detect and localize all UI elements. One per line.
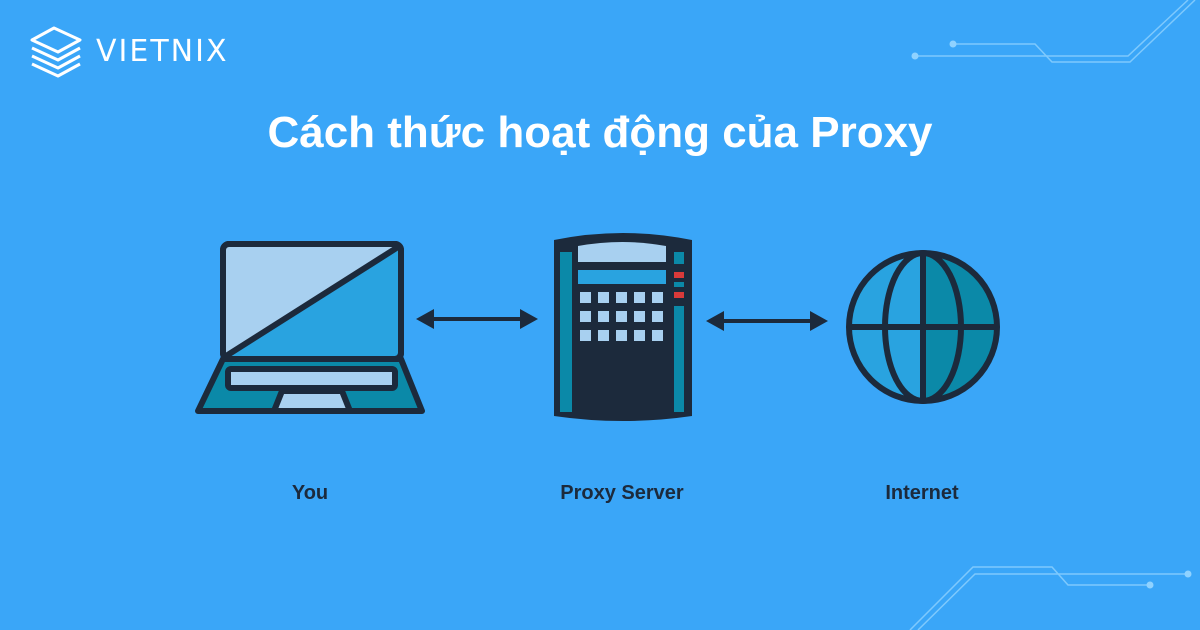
bidirectional-arrow-icon [706,311,828,331]
circuit-decoration-bottom [909,566,1192,630]
laptop-icon [195,241,425,414]
node-label-proxy-server: Proxy Server [560,482,684,504]
circuit-decoration-top [911,0,1196,63]
proxy-server-icon [554,233,692,421]
globe-icon [846,250,1000,404]
bidirectional-arrow-icon [416,309,538,329]
page-title: Cách thức hoạt động của Proxy [267,108,933,157]
node-label-you: You [291,482,329,504]
node-label-internet: Internet [885,482,959,504]
server-stack-icon [30,26,82,78]
brand-name: VIETNIX [96,33,229,69]
brand-logo[interactable]: VIETNIX [28,22,229,80]
